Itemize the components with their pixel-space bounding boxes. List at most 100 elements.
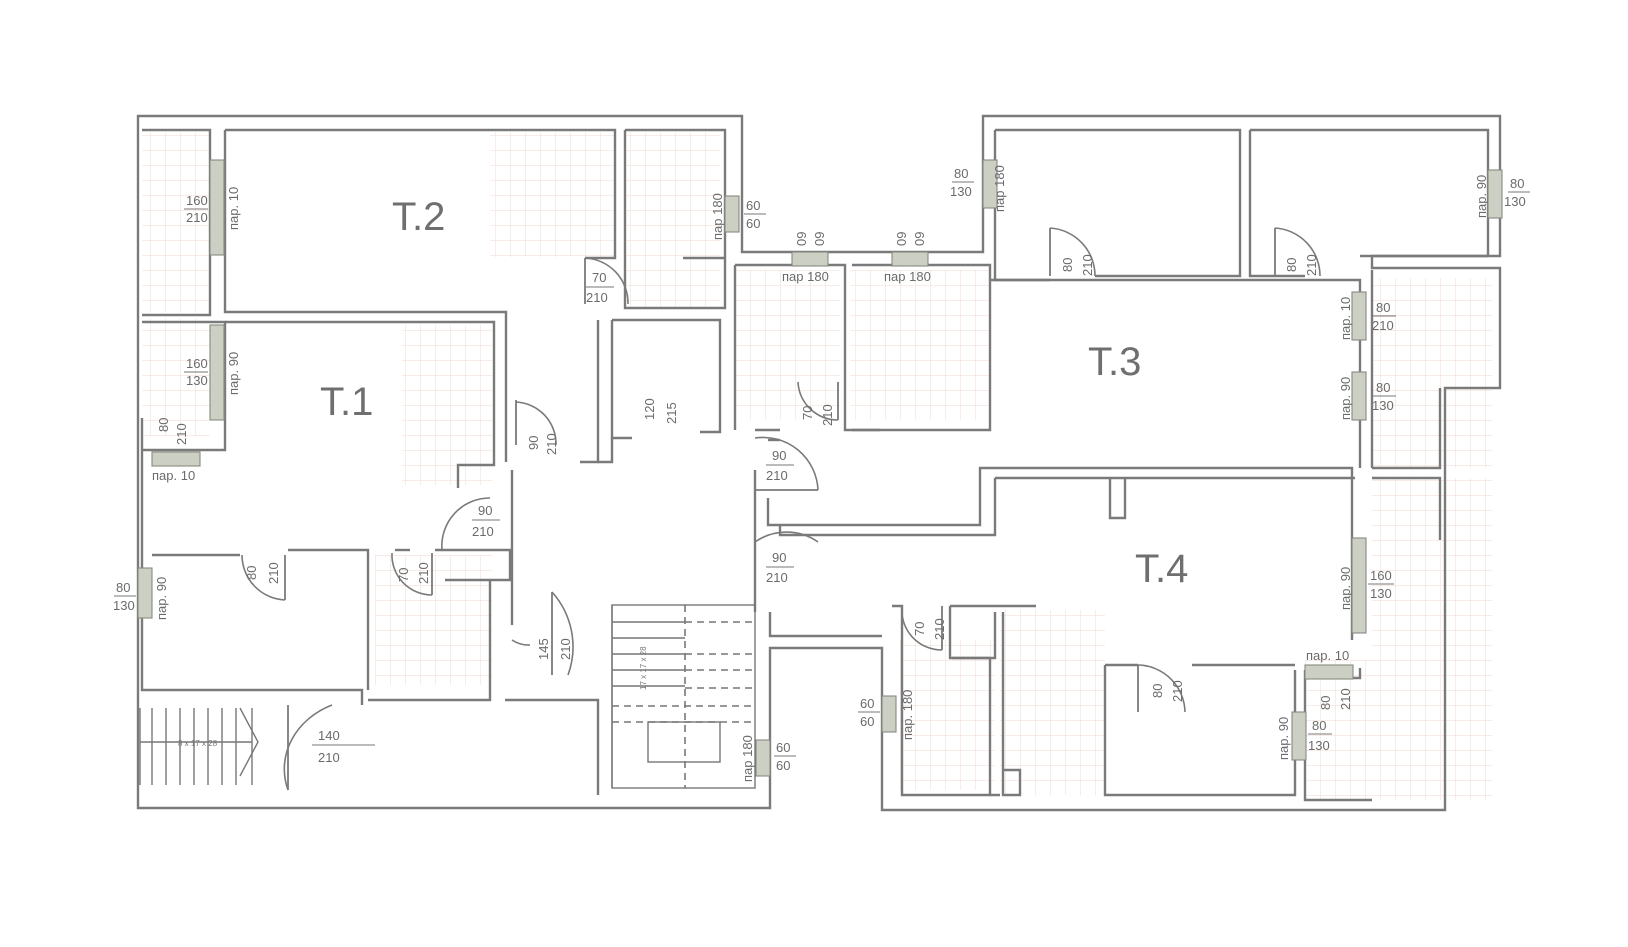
dim-80-130-t1: 80 130 [113,580,136,613]
svg-text:210: 210 [1338,688,1353,710]
svg-text:130: 130 [1504,194,1526,209]
dimension-labels-rotated: 80 210 90 210 120 215 80 210 70 210 145 … [156,254,1353,710]
svg-text:210: 210 [416,562,431,584]
room-label-t3: T.3 [1088,340,1141,384]
svg-text:60: 60 [776,758,790,773]
room-label-t1: T.1 [320,380,373,424]
windows [137,159,1503,777]
svg-text:70: 70 [912,622,927,636]
svg-text:210: 210 [766,468,788,483]
svg-text:210: 210 [1372,318,1394,333]
svg-text:80: 80 [1510,176,1524,191]
dim-60-60-stair: 60 60 [774,740,796,773]
svg-text:60: 60 [860,714,874,729]
stairs [139,604,756,789]
room-label-t4: T.4 [1135,547,1188,591]
dim-90-210-c: 90 210 [766,550,794,585]
window-codes: 09 09 09 09 [794,232,927,246]
sill-labels: пар. 10 пар. 90 пар. 10 пар. 90 пар 180 … [152,165,1489,782]
dim-80-130-t3: 80 130 [1504,176,1530,209]
dim-60-60-t4: 60 60 [858,696,880,729]
svg-text:130: 130 [1370,586,1392,601]
svg-text:пар 180: пар 180 [740,735,755,782]
svg-text:80: 80 [156,418,171,432]
svg-text:60: 60 [776,740,790,755]
dim-140-210: 140 210 [312,728,375,765]
sill-label-par10-t1: пар. 10 [152,468,195,483]
svg-text:80: 80 [1376,300,1390,315]
svg-text:130: 130 [1308,738,1330,753]
svg-text:130: 130 [113,598,135,613]
sill-label-par10-t4: пар. 10 [1306,648,1349,663]
svg-text:210: 210 [766,570,788,585]
svg-text:09: 09 [894,232,909,246]
svg-text:09: 09 [912,232,927,246]
svg-text:пар 180: пар 180 [710,193,725,240]
svg-text:210: 210 [318,750,340,765]
tile-areas [142,132,1492,800]
svg-text:80: 80 [954,166,968,181]
svg-text:09: 09 [812,232,827,246]
svg-text:210: 210 [186,210,208,225]
dim-80-130-t3-left: 80 130 [950,166,974,199]
svg-text:пар. 10: пар. 10 [1338,297,1353,340]
svg-text:90: 90 [772,448,786,463]
dim-80-210-t3: 80 210 [1372,300,1396,333]
svg-text:80: 80 [1318,696,1333,710]
room-label-t2: T.2 [392,195,445,239]
dim-90-210-b: 90 210 [766,448,794,483]
svg-text:130: 130 [950,184,972,199]
svg-text:145: 145 [536,638,551,660]
svg-text:210: 210 [1080,254,1095,276]
svg-text:210: 210 [544,433,559,455]
dim-80-130-t3-b: 80 130 [1372,380,1396,413]
svg-text:130: 130 [186,373,208,388]
svg-text:210: 210 [586,290,608,305]
doors [241,227,1321,791]
svg-text:пар. 10: пар. 10 [226,187,241,230]
dim-90-210-a: 90 210 [472,503,500,539]
dim-160-130: 160 130 [184,356,208,388]
walls [136,114,1502,812]
svg-text:80: 80 [116,580,130,595]
dimension-labels: 160 210 160 130 80 130 60 60 70 210 90 2… [113,166,1530,773]
svg-text:70: 70 [592,270,606,285]
dim-160-130-t4: 160 130 [1368,568,1394,601]
svg-text:120: 120 [642,398,657,420]
svg-text:90: 90 [478,503,492,518]
sill-label-par180-b: пар 180 [884,269,931,284]
svg-text:70: 70 [800,406,815,420]
svg-text:пар. 90: пар. 90 [1474,175,1489,218]
svg-text:09: 09 [794,232,809,246]
dim-160-210: 160 210 [184,193,208,225]
svg-text:210: 210 [1304,254,1319,276]
svg-text:пар. 90: пар. 90 [1276,717,1291,760]
svg-text:80: 80 [1060,258,1075,272]
dim-60-60-t2: 60 60 [744,198,766,231]
svg-text:210: 210 [558,638,573,660]
svg-text:пар. 90: пар. 90 [1338,567,1353,610]
svg-text:210: 210 [174,423,189,445]
svg-text:90: 90 [526,436,541,450]
svg-text:90: 90 [772,550,786,565]
sill-label-par180-a: пар 180 [782,269,829,284]
svg-text:60: 60 [746,216,760,231]
int-stair-label: 17 x 17 x 28 [639,646,648,690]
svg-text:210: 210 [932,618,947,640]
svg-text:210: 210 [1170,680,1185,702]
svg-text:пар. 180: пар. 180 [900,690,915,740]
svg-text:80: 80 [1150,684,1165,698]
svg-text:210: 210 [266,562,281,584]
svg-text:80: 80 [1284,258,1299,272]
svg-text:160: 160 [1370,568,1392,583]
svg-text:160: 160 [186,193,208,208]
svg-text:160: 160 [186,356,208,371]
svg-text:60: 60 [860,696,874,711]
svg-text:пар. 90: пар. 90 [1338,377,1353,420]
dim-80-130-t4: 80 130 [1308,718,1332,753]
dim-70-210-t2: 70 210 [586,270,614,305]
svg-text:210: 210 [472,524,494,539]
svg-text:210: 210 [820,404,835,426]
svg-text:пар. 90: пар. 90 [154,577,169,620]
